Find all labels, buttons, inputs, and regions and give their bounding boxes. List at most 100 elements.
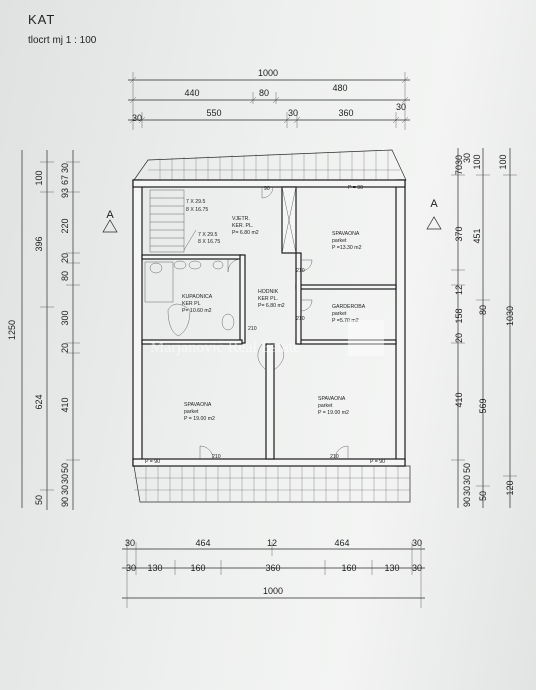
dim-top-30b: 30 (288, 108, 298, 118)
title-block: KAT tlocrt mj 1 : 100 (28, 12, 96, 46)
watermark-text: Marjanović Real Estate (150, 339, 300, 356)
dim-top-30c: 30 (396, 102, 406, 112)
dim-bottom-360: 360 (265, 563, 280, 573)
dim-right-70: 70 (454, 165, 464, 175)
room-spavaona-se-area: P = 19.00 m2 (318, 410, 349, 416)
dim-right-50a: 50 (462, 463, 472, 473)
south-balcony (133, 465, 411, 503)
dim-bottom-464b: 464 (334, 538, 349, 548)
page-title: KAT (28, 12, 56, 27)
room-spavaona-ne-name: SPAVAONA (332, 231, 360, 237)
room-spavaona-sw-area: P = 19.00 m2 (184, 416, 215, 422)
dim-bottom-160a: 160 (190, 563, 205, 573)
dim-bottom-overall: 1000 (263, 586, 283, 596)
section-label-right: A (430, 198, 438, 210)
door-tag-4: 210 (212, 454, 221, 460)
dim-right-370: 370 (454, 226, 464, 241)
dim-left-20b: 20 (60, 343, 70, 353)
right-dimensions: 30 70 30 370 12 158 80 20 410 50 30 30 9… (451, 148, 517, 508)
dim-bottom-130a: 130 (147, 563, 162, 573)
dim-left-overall: 1250 (7, 320, 17, 340)
room-labels: VJETR. KER. PL. P= 6.80 m2 SPAVAONA park… (182, 216, 366, 422)
bathroom-fixtures (144, 260, 235, 337)
dim-bottom-30b: 30 (412, 538, 422, 548)
top-dimensions: 1000 440 80 480 30 550 30 360 30 (128, 68, 410, 130)
dim-right-12: 12 (454, 285, 464, 295)
door-tag-2: 210 (296, 316, 305, 322)
watermark: Marjanović Real Estate (150, 320, 384, 356)
dim-right-451: 451 (472, 228, 482, 243)
dim-top-80: 80 (259, 88, 269, 98)
dim-left-300: 300 (60, 310, 70, 325)
dim-right-50b: 50 (478, 491, 488, 501)
north-balcony (133, 149, 407, 181)
dim-left-90: 90 (60, 497, 70, 507)
window-tag-se: P = 90 (370, 459, 385, 465)
bottom-dimensions: 30 464 12 464 30 30 130 160 360 160 130 … (122, 538, 425, 608)
room-spavaona-sw-name: SPAVAONA (184, 402, 212, 408)
room-garderoba-name: GARDEROBA (332, 304, 366, 310)
dim-left-30a: 30 (60, 163, 70, 173)
section-marker-left: A (102, 209, 118, 233)
dim-right-1030: 1030 (505, 306, 515, 326)
dim-bottom-30c: 30 (126, 563, 136, 573)
dim-top-30a: 30 (132, 113, 142, 123)
dim-right-30a: 30 (454, 155, 464, 165)
dim-right-30c: 30 (462, 475, 472, 485)
dim-left-100: 100 (34, 170, 44, 185)
left-dimensions: 1250 100 396 624 50 30 67 93 220 20 80 3… (7, 150, 80, 510)
room-spavaona-ne-area: P =13.30 m2 (332, 245, 362, 251)
scale-label: tlocrt mj 1 : 100 (28, 35, 97, 46)
dim-right-120: 120 (505, 480, 515, 495)
window-tag-sw: P = 90 (145, 459, 160, 465)
dim-bottom-30d: 30 (412, 563, 422, 573)
door-tag-6: 90 (264, 186, 270, 192)
dim-left-20a: 20 (60, 253, 70, 263)
room-hodnik-floor: KER PL. (258, 296, 278, 302)
staircase: 7 X 29.5 8 X 16.75 7 X 29.5 8 X 16.75 (149, 189, 220, 253)
dim-left-30b: 30 (60, 474, 70, 484)
stairs-spec-2: 8 X 16.75 (186, 207, 208, 213)
doors (199, 186, 349, 460)
room-spavaona-se-name: SPAVAONA (318, 396, 346, 402)
room-vjetr-floor: KER. PL. (232, 223, 253, 229)
dim-right-569: 569 (478, 398, 488, 413)
room-hodnik-area: P= 6.80 m2 (258, 303, 285, 309)
dim-bottom-12: 12 (267, 538, 277, 548)
stairs-spec-1: 7 X 29.5 (186, 199, 205, 205)
dim-right-100a: 100 (472, 154, 482, 169)
dim-right-90: 90 (462, 497, 472, 507)
dim-left-50b: 50 (60, 463, 70, 473)
room-kupaonica-area: P= 10.60 m2 (182, 308, 212, 314)
door-tag-3: 210 (248, 326, 257, 332)
window-tag-ne: P = 90 (348, 185, 363, 191)
dim-bottom-464a: 464 (195, 538, 210, 548)
dim-top-360: 360 (338, 108, 353, 118)
room-spavaona-sw-floor: parket (184, 409, 199, 415)
dim-bottom-30a: 30 (125, 538, 135, 548)
dim-bottom-160b: 160 (341, 563, 356, 573)
section-label-left: A (106, 209, 114, 221)
dim-left-220: 220 (60, 218, 70, 233)
dim-top-480: 480 (332, 83, 347, 93)
dim-right-80: 80 (478, 305, 488, 315)
room-kupaonica-floor: KER PL (182, 301, 201, 307)
dim-right-158: 158 (454, 308, 464, 323)
stairs-spec-3: 7 X 29.5 (198, 232, 217, 238)
dim-left-410: 410 (60, 397, 70, 412)
watermark-logo-icon (348, 320, 384, 356)
room-hodnik-name: HODNIK (258, 289, 279, 295)
stairs-spec-4: 8 X 16.75 (198, 239, 220, 245)
room-spavaona-ne-floor: parket (332, 238, 347, 244)
dim-left-396: 396 (34, 236, 44, 251)
dim-top-550: 550 (206, 108, 221, 118)
room-kupaonica-name: KUPAONICA (182, 294, 213, 300)
dim-left-30c: 30 (60, 485, 70, 495)
dim-left-624: 624 (34, 394, 44, 409)
dim-top-overall: 1000 (258, 68, 278, 78)
door-tag-5: 210 (330, 454, 339, 460)
room-garderoba-area: P =5.70 m2 (332, 318, 359, 324)
room-garderoba-floor: parket (332, 311, 347, 317)
dim-left-93: 93 (60, 188, 70, 198)
